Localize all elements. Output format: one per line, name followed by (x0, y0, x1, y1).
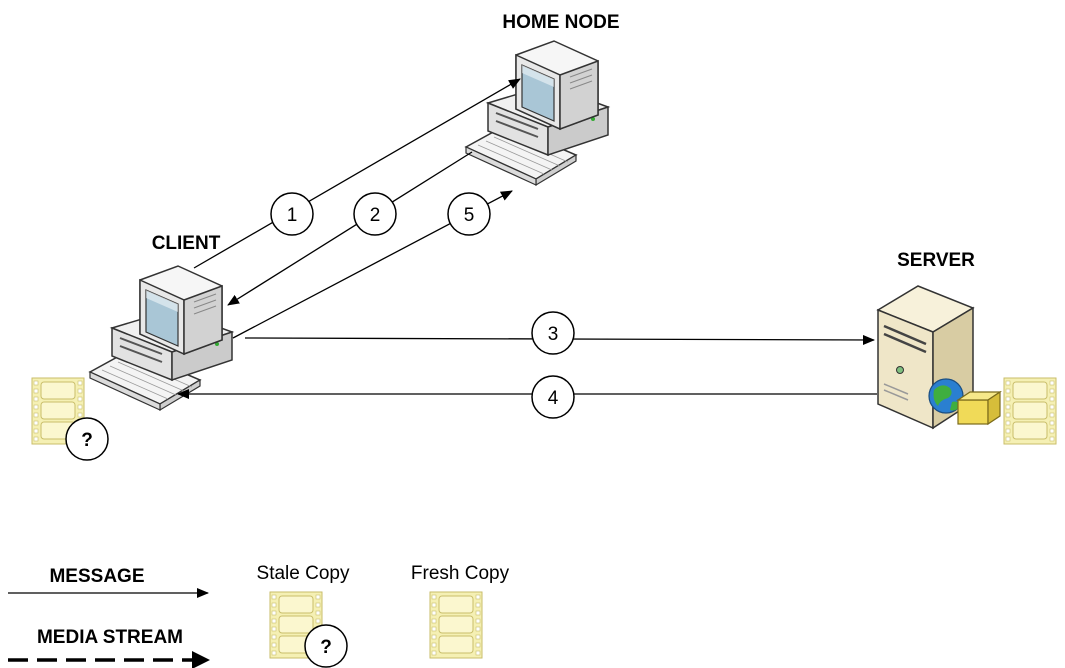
step-1-badge: 1 (271, 193, 313, 235)
svg-text:5: 5 (464, 205, 475, 226)
client-stale-marker: ? (66, 418, 108, 460)
step-2-badge: 2 (354, 193, 396, 235)
step-3-badge: 3 (532, 312, 574, 354)
svg-text:?: ? (320, 637, 332, 658)
step-4-badge: 4 (532, 376, 574, 418)
legend-stale-copy-label: Stale Copy (257, 563, 350, 584)
home-node-workstation-icon (466, 41, 608, 185)
message-arrow-2 (228, 152, 472, 305)
home-node-label: HOME NODE (502, 12, 619, 33)
svg-text:2: 2 (370, 205, 381, 226)
legend-message-label: MESSAGE (49, 566, 144, 587)
legend: MESSAGE MEDIA STREAM Stale Copy ? Fresh … (8, 563, 510, 668)
server-fresh-copy-icon (1004, 378, 1056, 444)
legend-media-stream-label: MEDIA STREAM (37, 627, 183, 648)
legend-media-stream-arrowhead (192, 651, 210, 668)
server-icon (878, 286, 1000, 428)
legend-fresh-copy-icon (430, 592, 482, 658)
svg-text:4: 4 (548, 388, 559, 409)
svg-text:1: 1 (287, 205, 298, 226)
legend-fresh-copy-label: Fresh Copy (411, 563, 510, 584)
message-arrow-1 (194, 79, 520, 268)
svg-text:?: ? (81, 430, 93, 451)
step-5-badge: 5 (448, 193, 490, 235)
client-label: CLIENT (152, 233, 221, 254)
server-label: SERVER (897, 250, 975, 271)
svg-text:3: 3 (548, 324, 559, 345)
client-workstation-icon (90, 266, 232, 410)
server-media-icon (958, 392, 1000, 424)
legend-stale-marker: ? (305, 625, 347, 667)
